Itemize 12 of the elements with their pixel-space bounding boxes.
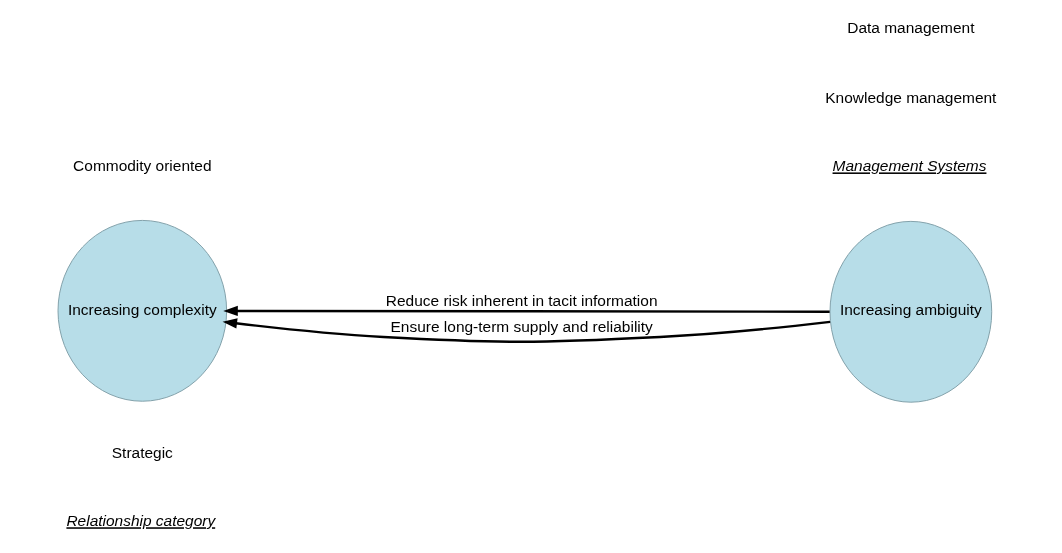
edge-label: Reduce risk inherent in tacit information <box>385 291 658 309</box>
arrow <box>222 318 830 343</box>
node-circle: Increasing complexity <box>57 219 227 402</box>
arrow <box>222 305 830 317</box>
label: Relationship category <box>65 512 215 530</box>
node-ellipse: Increasing ambiguity <box>829 220 992 403</box>
label: Management Systems <box>832 157 986 175</box>
node-label: Strategic <box>111 443 173 461</box>
node-label: Commodity oriented <box>72 157 212 175</box>
node-label: Data management <box>846 19 974 37</box>
node-label: Knowledge management <box>824 88 996 106</box>
edge-label: Ensure long-term supply and reliability <box>390 317 653 335</box>
